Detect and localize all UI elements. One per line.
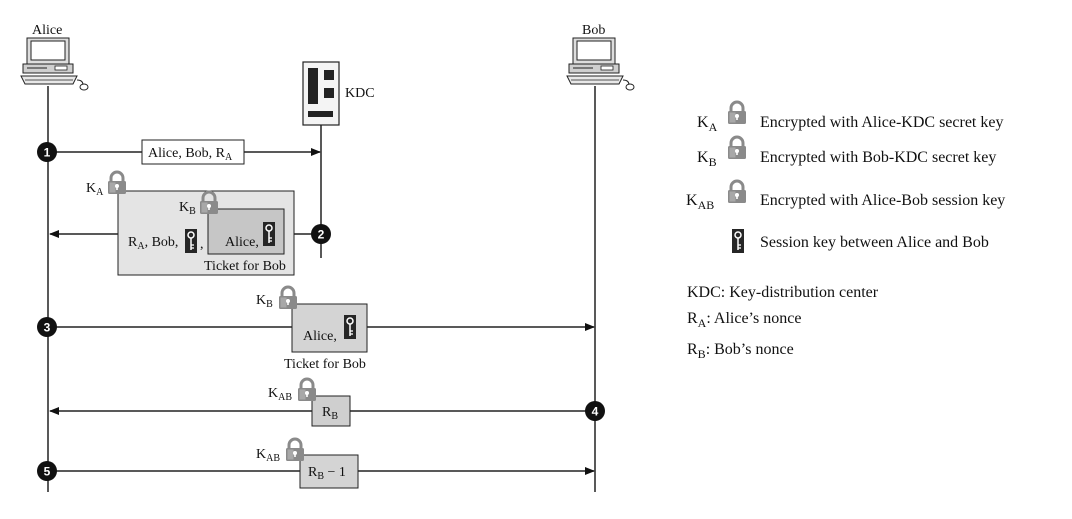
message-1-text: Alice, Bob, RA [148, 146, 233, 163]
step-4-marker: 4 [585, 401, 605, 421]
step-1-marker: 1 [37, 142, 57, 162]
bob-computer-icon [566, 37, 635, 91]
legend-text-b: Encrypted with Bob-KDC secret key [760, 149, 996, 166]
message-2-outer-lock-icon [106, 170, 128, 196]
message-2-inner-key: KB [179, 200, 196, 217]
legend-text-session: Session key between Alice and Bob [760, 234, 989, 251]
step-1-number: 1 [44, 146, 51, 160]
message-4-text: RB [322, 405, 338, 422]
message-4-key: KAB [268, 386, 292, 403]
legend-key-a: KA [697, 114, 718, 134]
legend-note-ra: RA: Alice’s nonce [687, 310, 801, 330]
step-4-number: 4 [592, 405, 599, 419]
message-2-comma: , [200, 237, 204, 252]
legend-key-ab: KAB [686, 192, 714, 212]
alice-computer-icon [20, 37, 89, 91]
step-2-marker: 2 [311, 224, 331, 244]
message-5-box [299, 454, 359, 489]
legend-lock-a-icon [726, 100, 748, 126]
alice-label: Alice [32, 23, 62, 38]
legend-session-key-icon [731, 228, 745, 254]
message-3-caption: Ticket for Bob [284, 357, 366, 372]
legend-lock-b-icon [726, 135, 748, 161]
legend-text-a: Encrypted with Alice-KDC secret key [760, 114, 1003, 131]
message-3-lock-icon [277, 285, 299, 311]
message-3-key: KB [256, 293, 273, 310]
step-5-marker: 5 [37, 461, 57, 481]
message-4-box [311, 395, 351, 427]
kdc-label: KDC [345, 86, 375, 101]
legend-text-ab: Encrypted with Alice-Bob session key [760, 192, 1005, 209]
message-1-box [141, 139, 245, 165]
message-2-ticket-text: Alice, [225, 235, 259, 250]
message-4-lock-icon [296, 377, 318, 403]
message-3-text: Alice, [303, 329, 337, 344]
message-3-session-key-icon [343, 314, 357, 340]
message-2-payload: RA, Bob, [128, 235, 178, 252]
legend: KA Encrypted with Alice-KDC secret key K… [686, 100, 1005, 361]
step-5-number: 5 [44, 465, 51, 479]
step-2-number: 2 [318, 228, 325, 242]
legend-note-kdc: KDC: Key-distribution center [687, 284, 879, 301]
message-2-ticket-caption: Ticket for Bob [204, 259, 286, 274]
message-5-lock-icon [284, 437, 306, 463]
message-2-ticket-box [207, 208, 285, 255]
step-3-number: 3 [44, 321, 51, 335]
message-5-key: KAB [256, 447, 280, 464]
message-2-ticket-session-key-icon [262, 221, 276, 247]
message-5-text: RB − 1 [308, 465, 346, 482]
legend-note-rb: RB: Bob’s nonce [687, 341, 794, 361]
legend-lock-ab-icon [726, 179, 748, 205]
legend-key-b: KB [697, 149, 717, 169]
message-2-session-key-icon [184, 228, 198, 254]
kdc-server-icon [302, 61, 340, 126]
bob-label: Bob [582, 23, 605, 38]
message-2-outer-key: KA [86, 181, 104, 198]
step-3-marker: 3 [37, 317, 57, 337]
